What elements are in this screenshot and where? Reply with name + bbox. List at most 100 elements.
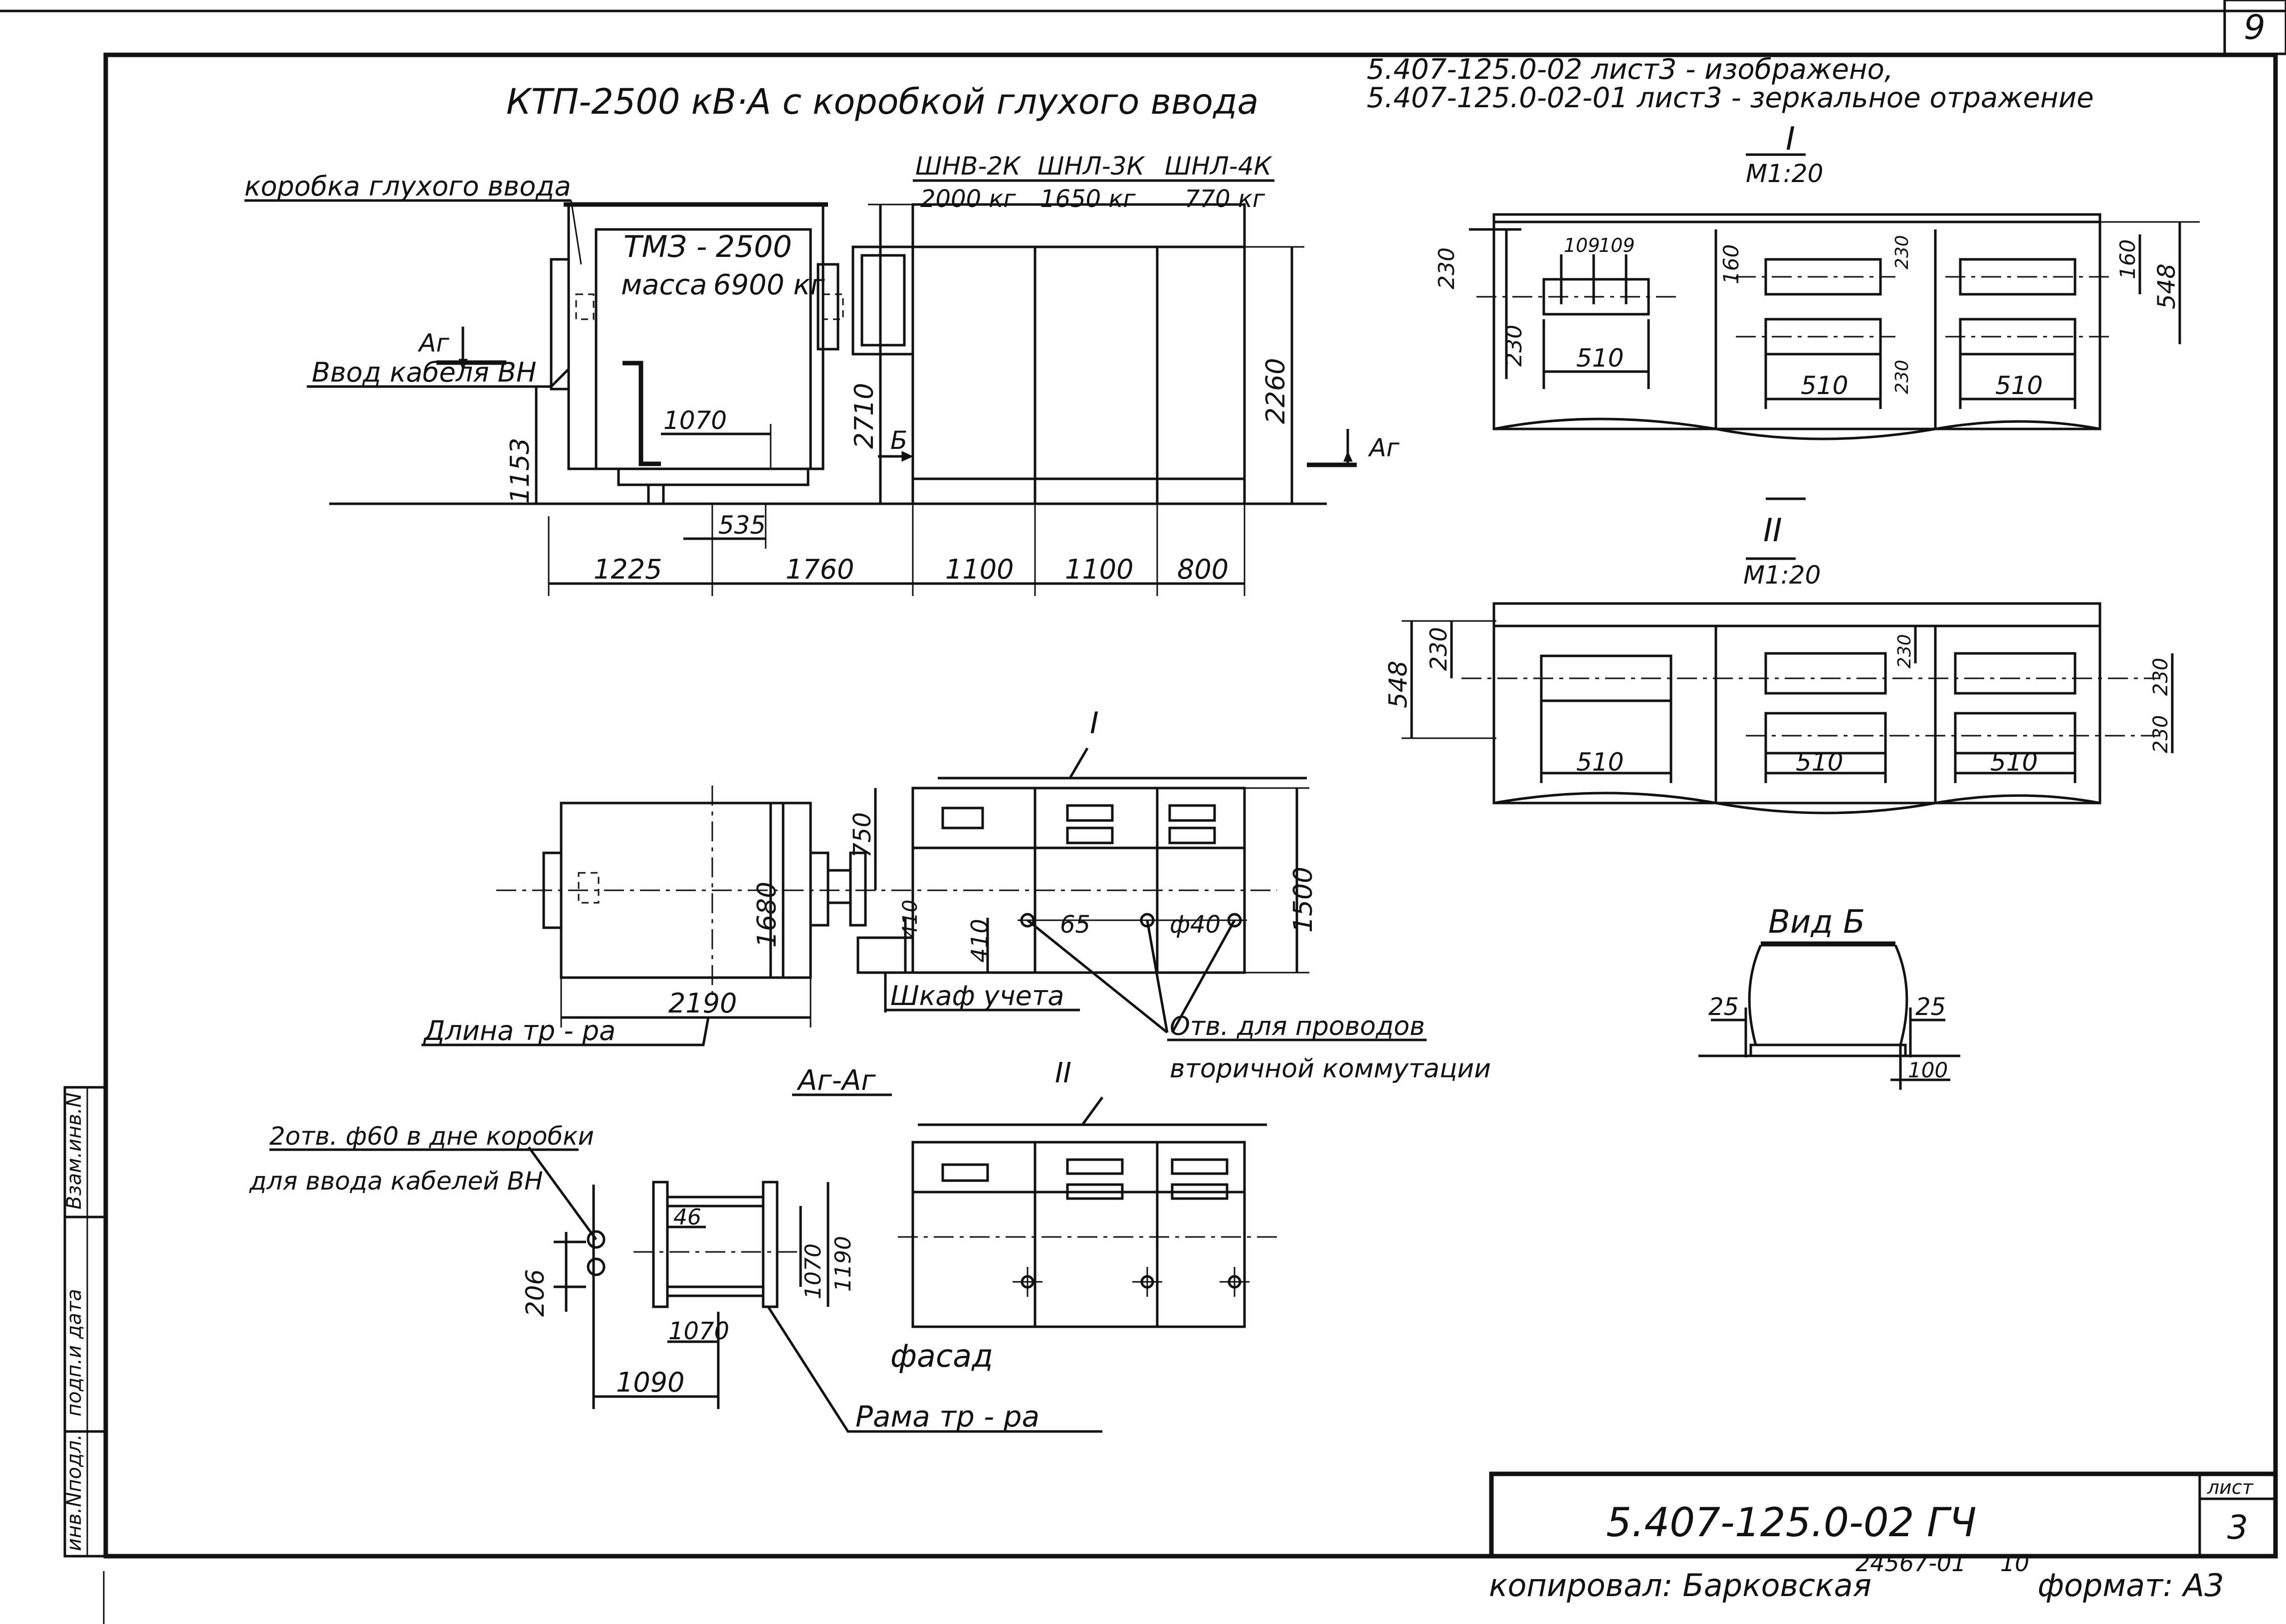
section-aa <box>527 1093 1102 1433</box>
section-mark-left: Аг <box>417 329 449 358</box>
view-I-title: I <box>1786 121 1795 158</box>
dim-410-b: 410 <box>966 919 993 963</box>
leader-cable-box-tail <box>570 200 582 265</box>
dim-510-II-c: 510 <box>1990 748 2038 777</box>
document-code: 5.407-125.0-02 ГЧ <box>1606 1499 1976 1546</box>
section-aa-title: Аг-Аг <box>797 1064 876 1097</box>
view-II-marker: II <box>1055 1057 1071 1089</box>
dim-160-I-a: 160 <box>1719 244 1743 284</box>
dim-2260: 2260 <box>1261 358 1291 424</box>
label-cable-entry: Ввод кабеля ВН <box>312 357 536 388</box>
dim-510-I-c: 510 <box>1995 371 2043 400</box>
label-frame: Рама тр - ра <box>855 1400 1039 1433</box>
dim-548-I: 548 <box>2153 263 2181 309</box>
section-mark-right: Аг <box>1368 433 1400 462</box>
facade-view <box>898 1096 1277 1328</box>
cabinet-3-mass: 770 кг <box>1185 185 1265 213</box>
dim-800: 800 <box>1177 554 1229 585</box>
cabinet-3-name: ШНЛ-4К <box>1165 152 1273 181</box>
label-metering-cabinet: Шкаф учета <box>890 980 1064 1012</box>
note-line-1: 5.407-125.0-02 лист3 - изображено, <box>1367 53 1893 86</box>
dim-1070-front: 1070 <box>663 406 727 435</box>
view-II-detail <box>1402 557 2174 814</box>
cabinet-1-name: ШНВ-2К <box>915 152 1022 181</box>
dim-750: 750 <box>848 812 876 858</box>
dim-109-b: 109 <box>1599 234 1635 256</box>
cabinet-2-mass: 1650 кг <box>1040 185 1136 213</box>
stamp-replacement-inv: Взам.инв.N <box>63 1093 86 1210</box>
dim-46: 46 <box>673 1205 701 1230</box>
footer-copied-by: копировал: Барковская <box>1489 1567 1871 1604</box>
title-block <box>1489 1471 2278 1559</box>
plan-view <box>421 747 1309 1046</box>
dim-1070-base: 1070 <box>668 1317 729 1345</box>
view-b-detail <box>1698 944 1960 1090</box>
dim-230-II-b: 230 <box>1894 634 1915 668</box>
footer-number: 10 <box>2000 1550 2030 1577</box>
dim-410-a: 410 <box>899 900 922 938</box>
dim-206: 206 <box>521 1269 550 1317</box>
label-facade: фасад <box>890 1338 993 1374</box>
dim-1100-a: 1100 <box>945 554 1014 585</box>
label-holes60: 2отв. ф60 в дне коробки <box>269 1122 594 1151</box>
dim-535: 535 <box>718 511 766 540</box>
side-stamp <box>63 1086 107 1558</box>
label-holes-2: вторичной коммутации <box>1170 1054 1491 1084</box>
cabinet-1-mass: 2000 кг <box>920 185 1016 213</box>
label-holes: Отв. для проводов <box>1170 1012 1425 1041</box>
dim-1225: 1225 <box>594 554 662 585</box>
dim-25-right: 25 <box>1915 993 1946 1021</box>
dim-160-I-b: 160 <box>2115 239 2140 279</box>
dim-510-I-a: 510 <box>1576 344 1624 373</box>
stamp-original-inv: инв.Nподл. <box>63 1434 86 1551</box>
dim-1500: 1500 <box>1288 867 1318 933</box>
dim-65: 65 <box>1060 911 1090 939</box>
dim-510-II-b: 510 <box>1796 748 1843 777</box>
transformer-mass-label: масса <box>621 269 707 301</box>
dim-1100-b: 1100 <box>1065 554 1133 585</box>
dim-2710: 2710 <box>849 383 879 449</box>
dim-phi40: ф40 <box>1170 911 1221 939</box>
dim-1190: 1190 <box>831 1236 856 1292</box>
transformer-power: 2500 <box>716 229 792 264</box>
transformer-mass-value: 6900 кг <box>713 269 825 301</box>
view-II-scale: М1:20 <box>1743 561 1821 590</box>
sheet-number: 3 <box>2227 1508 2248 1547</box>
dim-230-II-d: 230 <box>2149 715 2172 753</box>
view-I-detail <box>1469 213 2200 500</box>
dim-1070-section: 1070 <box>801 1243 826 1299</box>
dim-510-II-a: 510 <box>1576 748 1624 777</box>
dim-25-left: 25 <box>1708 993 1739 1021</box>
dim-1090: 1090 <box>616 1367 684 1398</box>
dim-2190: 2190 <box>668 988 737 1019</box>
dim-109: 109 <box>1564 234 1600 256</box>
label-transformer-length: Длина тр - ра <box>423 1015 616 1046</box>
dim-548-II: 548 <box>1384 661 1413 708</box>
dim-1680: 1680 <box>752 882 782 948</box>
dim-1153: 1153 <box>505 438 535 504</box>
dim-510-I-b: 510 <box>1801 371 1848 400</box>
dim-100: 100 <box>1908 1058 1948 1082</box>
label-holes60-b: для ввода кабелей ВН <box>249 1167 543 1196</box>
view-b-title: Вид Б <box>1768 904 1865 941</box>
cabinet-2-name: ШНЛ-3К <box>1038 152 1146 181</box>
dim-230-I-c: 230 <box>1892 235 1912 269</box>
view-I-scale: М1:20 <box>1746 159 1823 188</box>
page-number: 9 <box>2244 8 2265 47</box>
dim-230-I-b: 230 <box>1501 325 1527 367</box>
dim-230-II-a: 230 <box>1425 627 1452 671</box>
drawing-title: КТП-2500 кВ·А с коробкой глухого ввода <box>506 81 1258 122</box>
footer-format: формат: А3 <box>2038 1567 2224 1604</box>
label-cable-box: коробка глухого ввода <box>244 171 571 202</box>
view-I-marker: I <box>1090 706 1099 741</box>
dim-230-I-a: 230 <box>1434 247 1459 289</box>
view-mark-b: Б <box>890 426 907 455</box>
front-elevation <box>307 202 1357 596</box>
dim-230-I-d: 230 <box>1892 360 1912 394</box>
note-line-2: 5.407-125.0-02-01 лист3 - зеркальное отр… <box>1367 82 2094 114</box>
view-II-title: II <box>1763 512 1782 549</box>
dim-230-II-c: 230 <box>2149 658 2172 696</box>
transformer-name: ТМЗ - <box>623 229 707 264</box>
